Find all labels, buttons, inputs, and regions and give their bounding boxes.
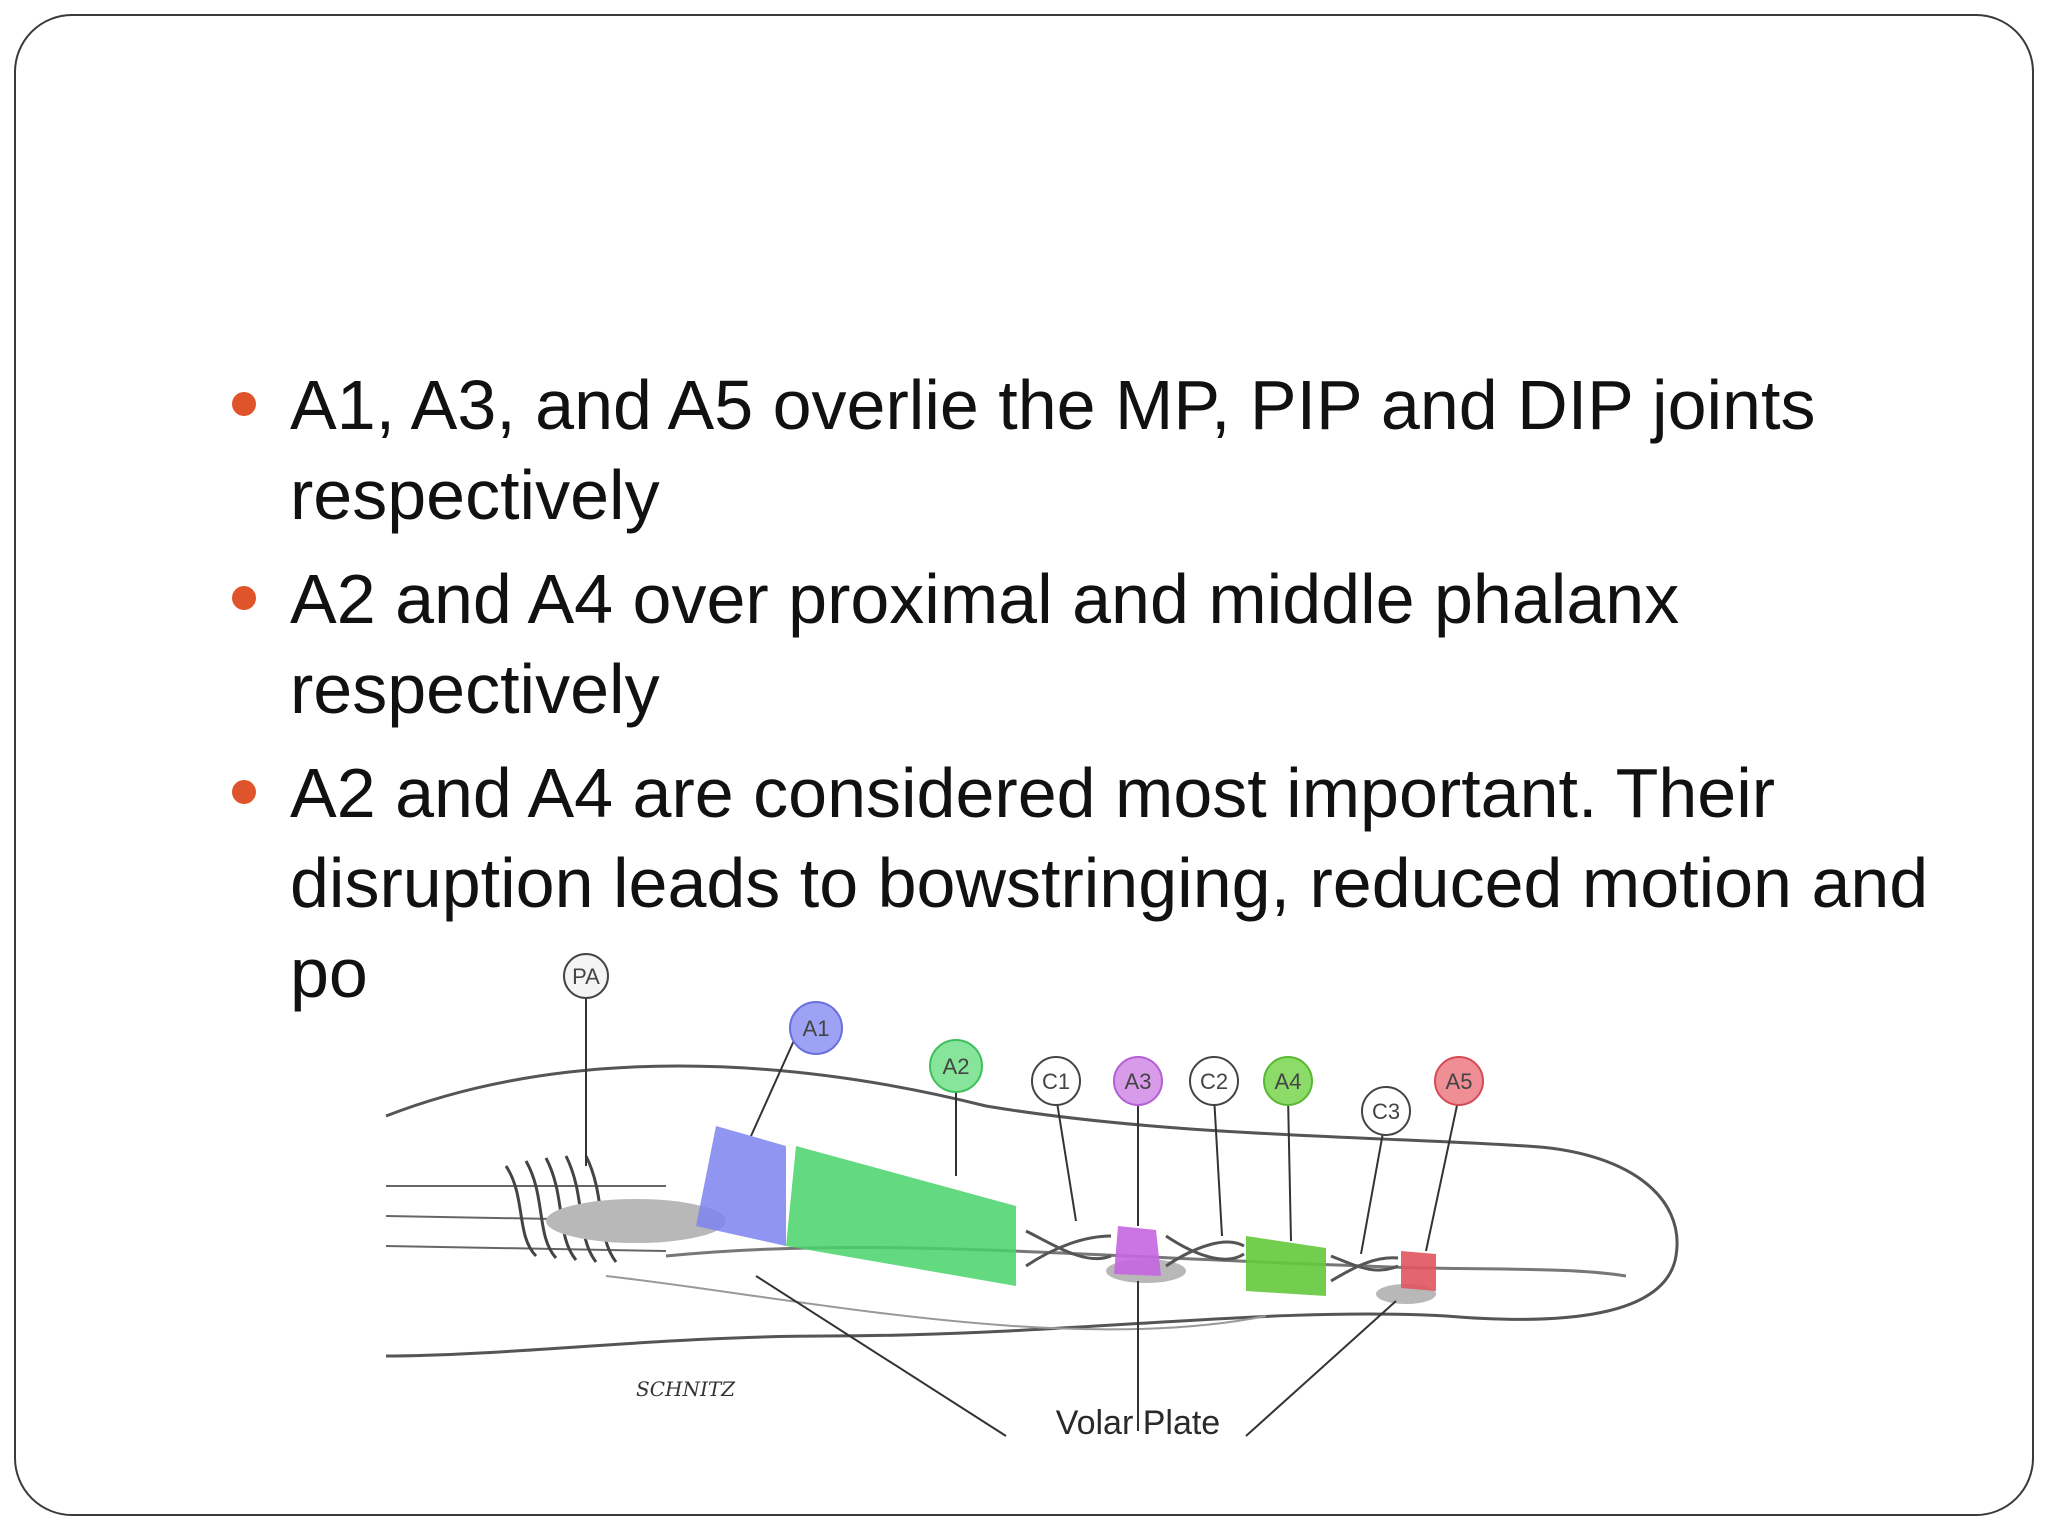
bullet-dot-icon [232,586,256,610]
svg-text:C3: C3 [1372,1099,1400,1124]
svg-text:PA: PA [572,964,600,989]
slide-frame: A1, A3, and A5 overlie the MP, PIP and D… [14,14,2034,1516]
volar-plate-label: Volar Plate [1056,1404,1220,1442]
a4-pulley [1246,1236,1326,1296]
svg-text:A2: A2 [943,1054,970,1079]
svg-text:A3: A3 [1125,1069,1152,1094]
illustrator-signature: SCHNITZ [636,1377,736,1401]
svg-text:C1: C1 [1042,1069,1070,1094]
a3-label: A3 [1113,1056,1163,1106]
bullet-dot-icon [232,392,256,416]
palmar-aponeurosis [504,1155,618,1263]
leader-lines [585,976,1460,1437]
a5-label: A5 [1434,1056,1484,1106]
a1-label: A1 [789,1001,843,1055]
finger-pulley-diagram: PA A1 A2 C1 A3 C2 [366,936,1696,1456]
a1-pulley [696,1126,786,1246]
cruciate-pulleys [1025,1229,1399,1283]
bone-outline [605,1275,1267,1331]
diagram-background [366,936,1696,1456]
a2-label: A2 [929,1039,983,1093]
a4-label: A4 [1263,1056,1313,1106]
volar-plate-shadow [546,1199,726,1243]
tendon-line [385,1245,667,1252]
bullet-text: A2 and A4 over proximal and middle phala… [290,560,1680,728]
a2-pulley [786,1146,1016,1286]
finger-outline [385,1064,1679,1358]
svg-text:A4: A4 [1275,1069,1302,1094]
pa-label: PA [563,953,609,999]
bullet-text: A1, A3, and A5 overlie the MP, PIP and D… [290,366,1816,534]
c3-label: C3 [1361,1086,1411,1136]
svg-text:C2: C2 [1200,1069,1228,1094]
bullet-dot-icon [232,780,256,804]
finger-illustration: PA A1 A2 C1 A3 C2 [385,953,1679,1442]
a3-pulley [1114,1226,1161,1276]
c1-label: C1 [1031,1056,1081,1106]
svg-text:A1: A1 [803,1016,830,1041]
c2-label: C2 [1189,1056,1239,1106]
svg-text:A5: A5 [1446,1069,1473,1094]
a5-pulley [1401,1251,1436,1291]
